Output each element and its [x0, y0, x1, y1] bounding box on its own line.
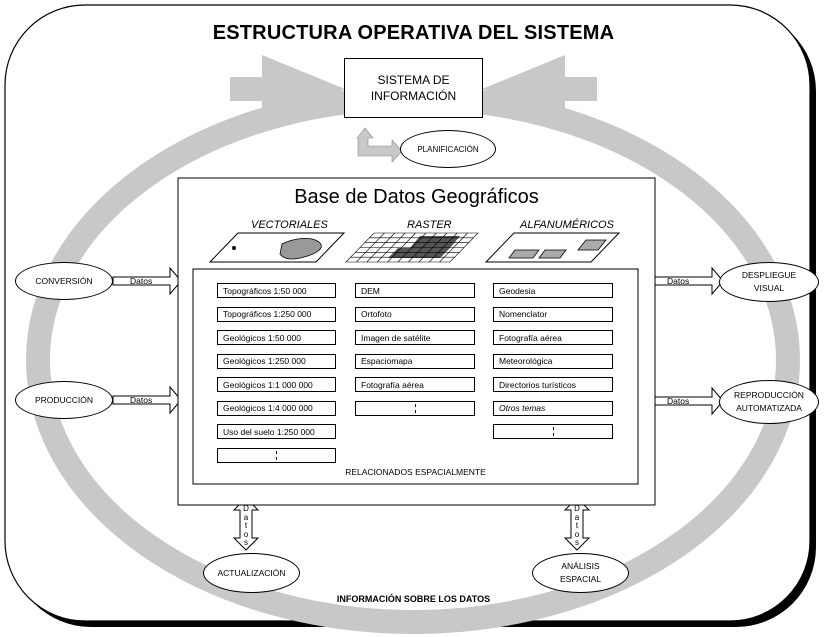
right-ring-arrow	[482, 55, 597, 123]
datos-arrow-conversion	[112, 266, 182, 296]
datos-label-reproduccion: Datos	[667, 396, 690, 406]
col2-item: Imagen de satélite	[355, 330, 475, 345]
col2-more-placeholder	[355, 400, 475, 416]
relacionados-label: RELACIONADOS ESPACIALMENTE	[345, 467, 486, 477]
col2-item: Ortofoto	[355, 306, 475, 322]
datos-vertical-arrow-right	[563, 497, 591, 551]
col1-item: Geológicos 1:50 000	[217, 330, 336, 345]
produccion-node: PRODUCCIÓN	[15, 381, 113, 419]
datos-arrow-produccion	[112, 385, 182, 415]
col3-item: Geodesia	[493, 283, 613, 298]
despliegue-label: DESPLIEGUE VISUAL	[741, 270, 797, 293]
placeholder-tick	[552, 427, 554, 436]
datos-arrow-despliegue	[654, 266, 724, 296]
reproduccion-label: REPRODUCCIÓN AUTOMATIZADA	[734, 390, 804, 413]
left-ring-arrow	[230, 55, 345, 123]
tipo-vectoriales: VECTORIALES	[251, 219, 328, 231]
actualizacion-node: ACTUALIZACIÓN	[203, 553, 300, 593]
planificacion-arrow	[356, 127, 403, 163]
planificacion-node: PLANIFICACIÓN	[400, 130, 496, 168]
col1-item: Uso del suelo 1:250 000	[217, 424, 336, 439]
col3-item: Directorios turísticos	[493, 377, 613, 392]
sistema-label: SISTEMA DE INFORMACIÓN	[370, 73, 457, 103]
datos-arrow-reproduccion	[654, 386, 724, 416]
col2-item: DEM	[355, 283, 475, 298]
sistema-box: SISTEMA DE INFORMACIÓN	[344, 58, 483, 118]
col3-item: Fotografía aérea	[493, 330, 613, 345]
base-title: Base de Datos Geográficos	[294, 186, 539, 208]
tipo-raster: RASTER	[407, 219, 452, 231]
vector-point	[232, 246, 236, 250]
analisis-label: ANÁLISIS ESPACIAL	[560, 561, 601, 584]
reproduccion-node: REPRODUCCIÓN AUTOMATIZADA	[719, 380, 819, 424]
vector-polygon-shape	[279, 238, 322, 260]
datos-label-produccion: Datos	[130, 395, 153, 405]
col3-item: Otros temas	[493, 400, 613, 416]
col1-item: Geológicos 1:250 000	[217, 353, 336, 369]
col2-item: Espaciomapa	[355, 353, 475, 369]
analisis-node: ANÁLISIS ESPACIAL	[532, 553, 629, 593]
tipo-alfanumericos: ALFANUMÉRICOS	[520, 219, 614, 231]
diagram-title: ESTRUCTURA OPERATIVA DEL SISTEMA	[212, 22, 615, 44]
despliegue-node: DESPLIEGUE VISUAL	[719, 262, 819, 302]
col3-item: Meteorológica	[493, 353, 613, 369]
col1-item: Geológicos 1:1 000 000	[217, 377, 336, 392]
datos-vertical-arrow-left	[232, 497, 260, 551]
placeholder-tick	[276, 450, 277, 460]
conversion-node: CONVERSIÓN	[15, 262, 113, 300]
footer-label: INFORMACIÓN SOBRE LOS DATOS	[336, 594, 491, 604]
alfanumeric-sheets	[508, 239, 607, 259]
col1-item: Topográficos 1:50 000	[217, 283, 336, 298]
col1-more-placeholder	[217, 447, 336, 463]
col2-item: Fotografía aérea	[355, 377, 475, 392]
col1-item: Topográficos 1:250 000	[217, 306, 336, 322]
col1-item: Geológicos 1:4 000 000	[217, 400, 336, 416]
datos-label-conversion: Datos	[130, 276, 153, 286]
datos-label-despliegue: Datos	[667, 276, 690, 286]
col3-item: Nomenclator	[493, 306, 613, 322]
raster-icon	[345, 232, 479, 263]
col3-more-placeholder	[493, 424, 613, 439]
placeholder-tick	[414, 403, 416, 413]
